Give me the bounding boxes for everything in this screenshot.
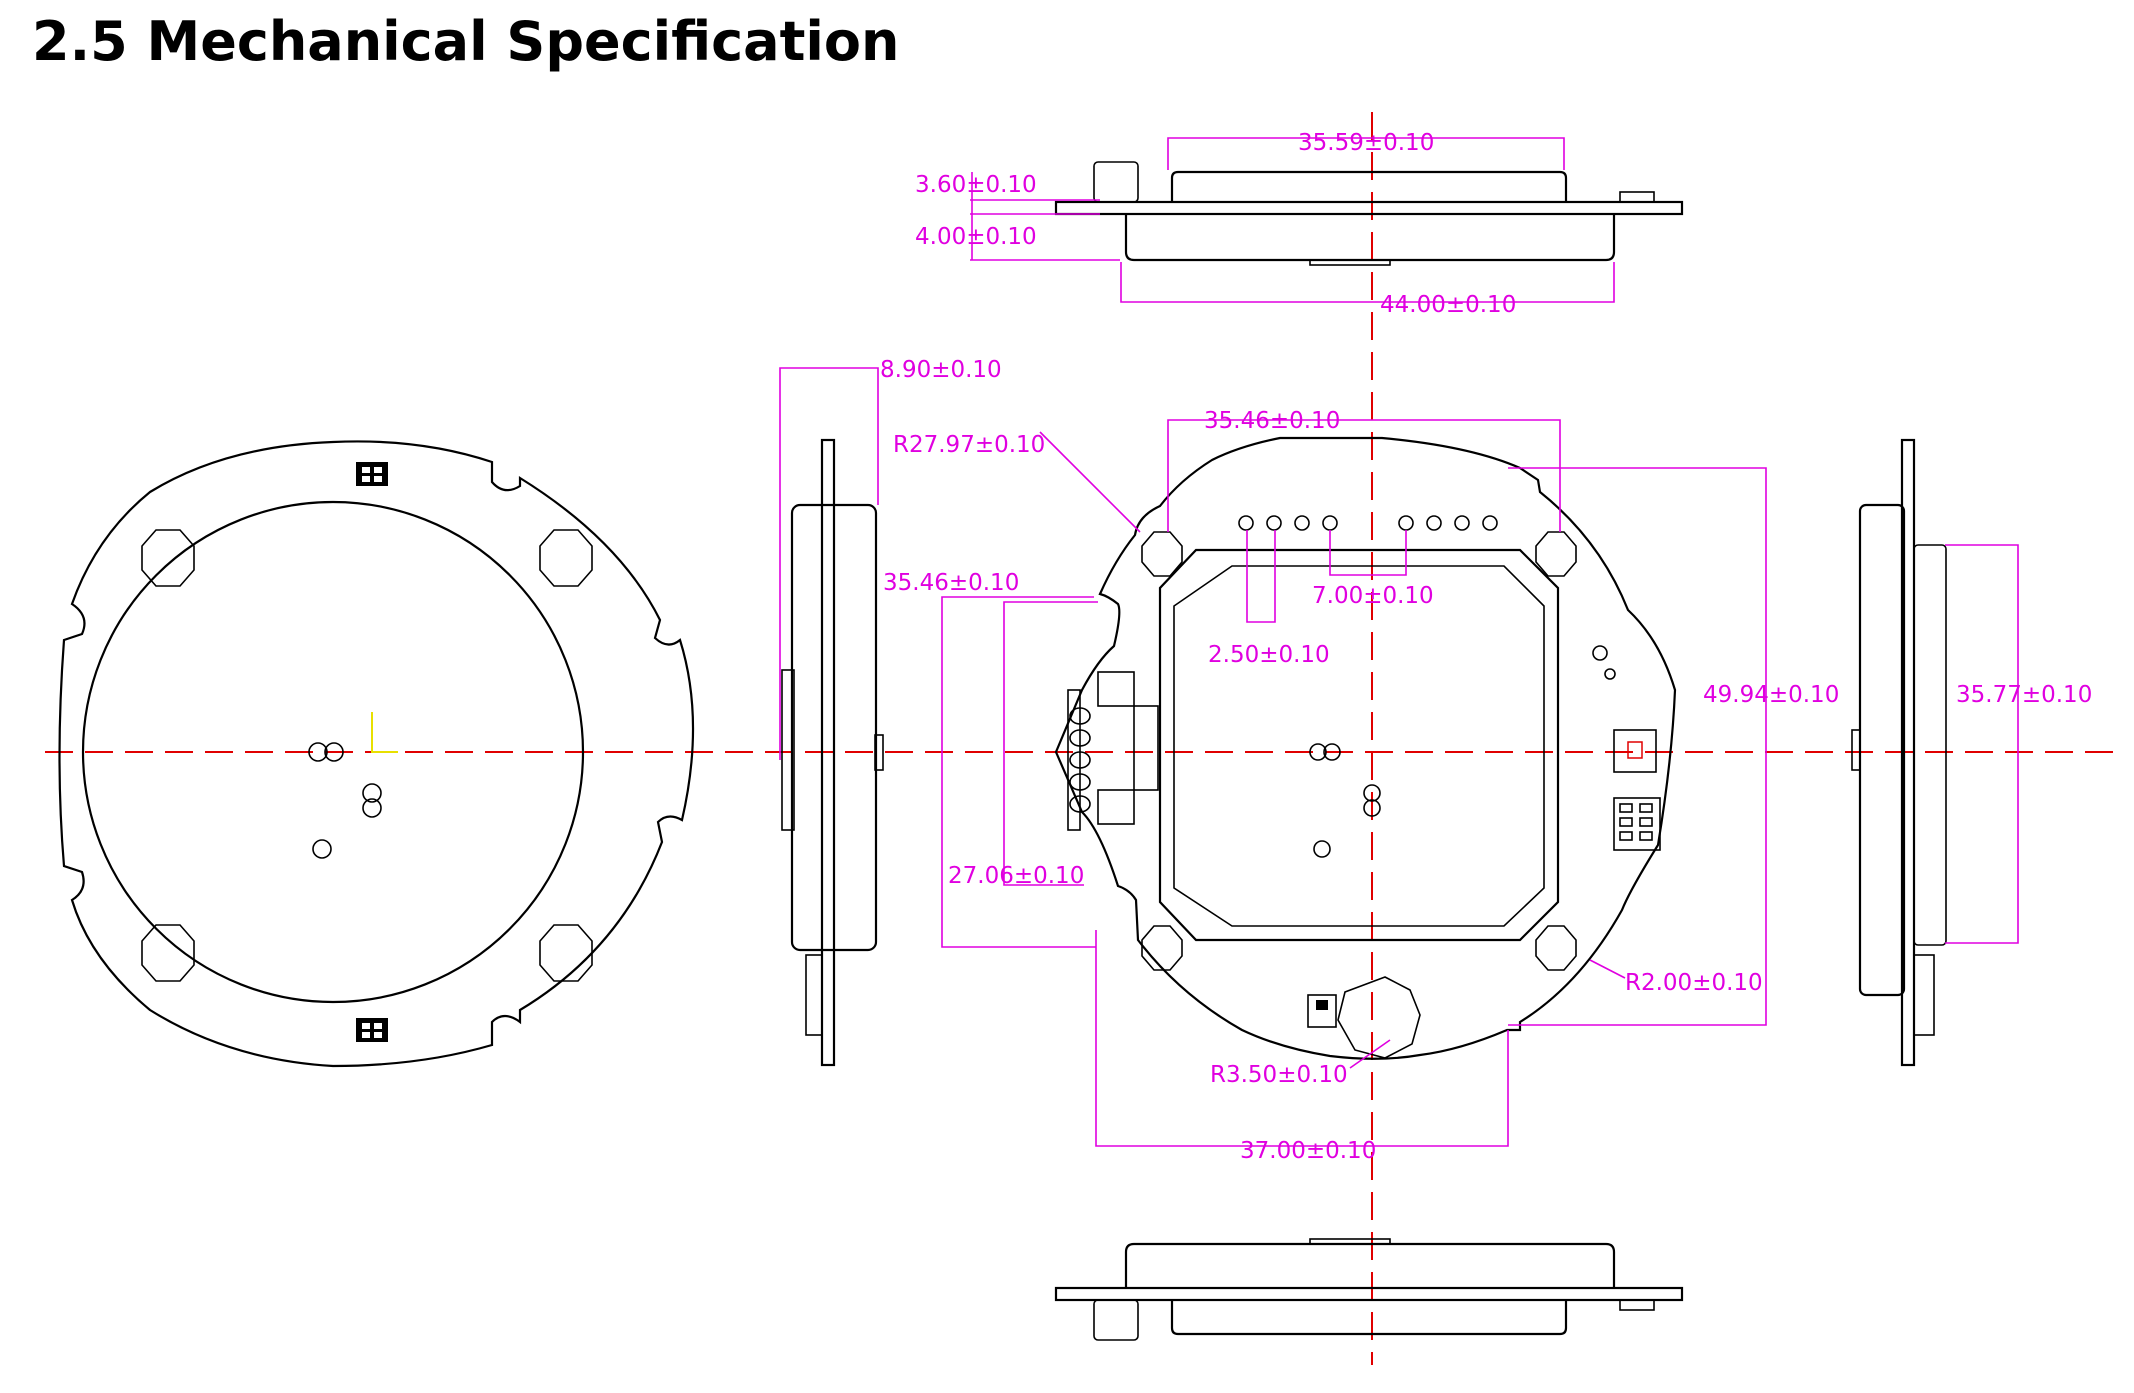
dim-notch-radius: R3.50±0.10 xyxy=(1210,1062,1348,1088)
bottom-side-view xyxy=(1054,1238,1684,1341)
dimension-lines xyxy=(779,137,2019,1147)
dim-side-thickness: 8.90±0.10 xyxy=(880,357,1002,383)
front-view xyxy=(1054,436,1677,1060)
dim-lower-height: 27.06±0.10 xyxy=(948,863,1084,889)
dim-top-overall: 44.00±0.10 xyxy=(1380,292,1516,318)
dim-bottom-width: 37.00±0.10 xyxy=(1240,1138,1376,1164)
dim-hole-radius: R2.00±0.10 xyxy=(1625,970,1763,996)
dim-top-height-b: 4.00±0.10 xyxy=(915,224,1037,250)
right-side-view xyxy=(1851,438,1947,1067)
dim-top-width: 35.59±0.10 xyxy=(1298,130,1434,156)
dim-top-height-a: 3.60±0.10 xyxy=(915,172,1037,198)
back-view-ring xyxy=(58,440,695,1068)
dimension-labels: 35.59±0.10 3.60±0.10 4.00±0.10 44.00±0.1… xyxy=(880,130,2092,1164)
page-title: 2.5 Mechanical Specification xyxy=(32,10,900,73)
dim-pin-pitch: 2.50±0.10 xyxy=(1208,642,1330,668)
dim-front-height: 35.46±0.10 xyxy=(883,570,1019,596)
left-side-view xyxy=(781,438,884,1067)
dim-pin-spacing: 7.00±0.10 xyxy=(1312,583,1434,609)
dim-right-height: 35.77±0.10 xyxy=(1956,682,2092,708)
top-side-view xyxy=(1054,161,1684,266)
dim-front-width: 35.46±0.10 xyxy=(1204,408,1340,434)
center-lines xyxy=(45,112,2125,1365)
dim-overall-height: 49.94±0.10 xyxy=(1703,682,1839,708)
dim-front-radius: R27.97±0.10 xyxy=(893,432,1045,458)
